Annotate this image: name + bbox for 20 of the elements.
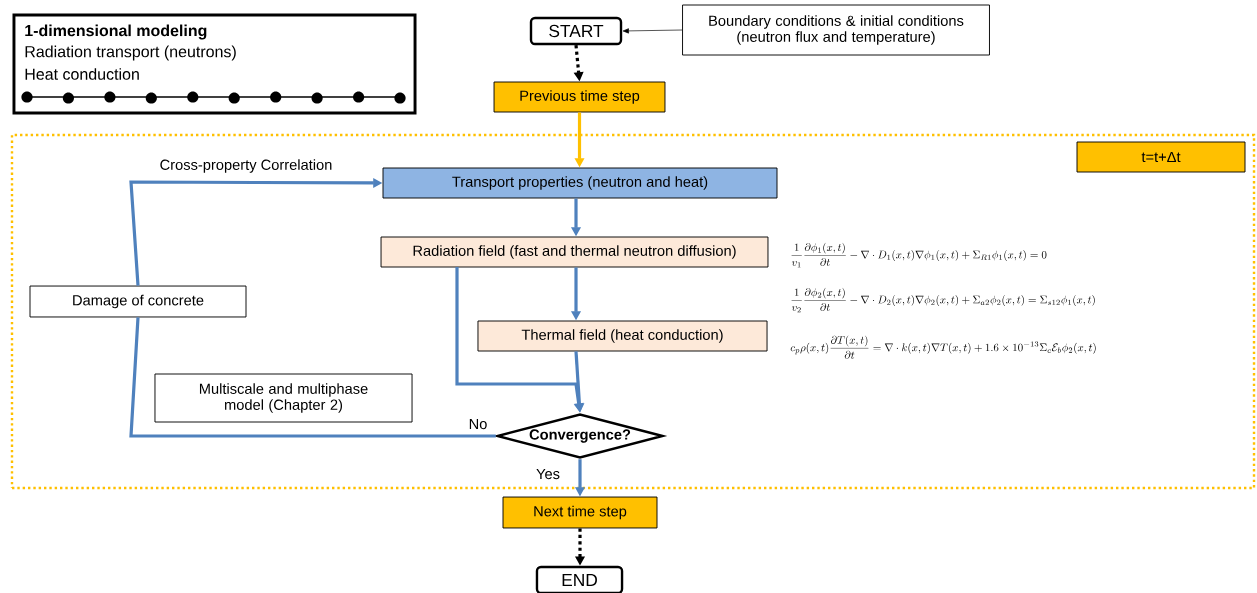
- terminal-box: START: [529, 16, 623, 46]
- terminal-box: END: [535, 565, 624, 593]
- note-box: Multiscale and multiphase model (Chapter 2): [154, 373, 413, 423]
- step-box: t=t+Δt: [1076, 141, 1246, 173]
- process-box: Next time step: [502, 496, 658, 529]
- process-box: Radiation field (fast and thermal neutron diffusion): [380, 236, 769, 268]
- edge-label: No: [467, 417, 489, 431]
- process-box: Thermal field (heat conduction): [477, 320, 768, 352]
- process-box: Previous time step: [493, 81, 666, 113]
- process-box: Transport properties (neutron and heat): [382, 167, 778, 199]
- equation: $c_p\rho(x,t)\frac{\partial T(x,t)}{\partial t}=\nabla\cdot k(x,t)\nabla T(x,t)+1.6\times 10^{-13}\Sigma_c\mathcal{E}_b\phi_2(x,t)$: [790, 335, 1096, 359]
- equation: $\frac{1}{v_2}\frac{\partial\phi_2(x,t)}{\partial t}-\nabla\cdot D_2(x,t)\nabla\phi_2(x,t)+\Sigma_{a2}\phi_2(x,t)=\Sigma_{s12}\phi_1(x,t)$: [791, 287, 1095, 313]
- process-box: Damage of concrete: [29, 285, 247, 318]
- info-box: 1-dimensional modeling Radiation transport (neutrons) Heat conduction: [12, 13, 417, 115]
- equation: $\frac{1}{v_1}\frac{\partial\phi_1(x,t)}{\partial t}-\nabla\cdot D_1(x,t)\nabla\phi_1(x,t)+\Sigma_{R1}\phi_1(x,t)=0$: [791, 242, 1047, 268]
- edge-label: Cross-property Correlation: [158, 157, 334, 175]
- note-box: Boundary conditions & initial conditions (neutron flux and temperature): [682, 4, 990, 56]
- arrow: [622, 28, 683, 34]
- edge-label: Yes: [534, 467, 562, 481]
- loop-region: [10, 133, 1256, 490]
